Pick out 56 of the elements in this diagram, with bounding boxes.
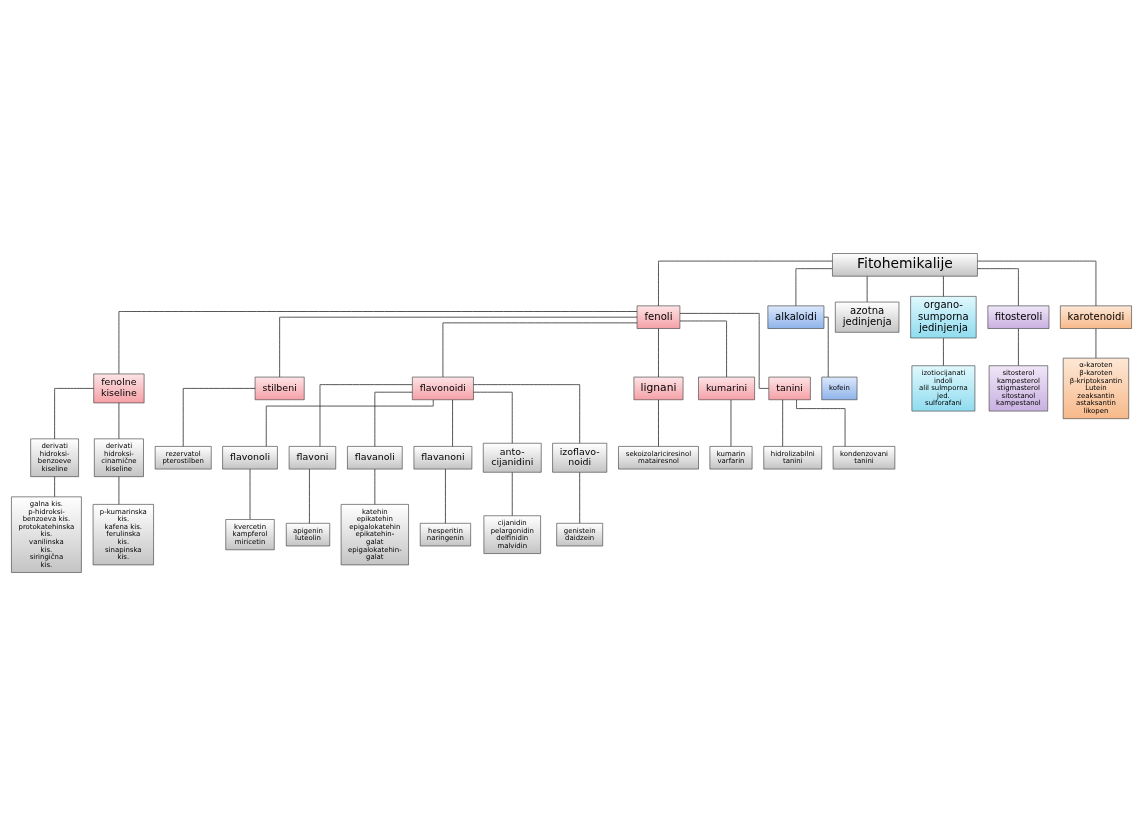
- node-box: karotenoidi: [1060, 305, 1132, 329]
- node-box: fenoli: [636, 305, 681, 329]
- connector: [54, 475, 55, 497]
- connector: [473, 383, 581, 444]
- connector: [658, 327, 659, 377]
- connector: [374, 468, 376, 505]
- connector: [1018, 327, 1019, 366]
- connector: [319, 383, 413, 447]
- connector: [782, 398, 784, 447]
- connector: [943, 337, 944, 366]
- node-box: alkaloidi: [767, 305, 825, 329]
- connector: [118, 310, 638, 374]
- connector: [265, 399, 434, 447]
- connector: [943, 275, 944, 297]
- node-box: organo- sumporna jedinjenja: [910, 295, 977, 338]
- node-box: flavonoidi: [412, 376, 474, 400]
- connector: [823, 316, 829, 377]
- node-box: flavanoni: [413, 445, 473, 469]
- connector: [796, 399, 846, 447]
- connector: [279, 316, 638, 377]
- connector: [795, 267, 833, 306]
- node-box: izoflavo- noidi: [552, 442, 608, 473]
- connector: [442, 321, 638, 377]
- node-box: flavanoli: [347, 445, 403, 469]
- connector: [866, 275, 868, 302]
- connector: [679, 312, 770, 389]
- node-box: fenolne kiseline: [93, 373, 145, 403]
- connector: [374, 391, 413, 447]
- node-box: lignani: [633, 376, 684, 400]
- connector: [730, 398, 732, 447]
- node-box: kumarini: [698, 376, 755, 400]
- node-box: fitosteroli: [987, 305, 1050, 329]
- connector: [511, 471, 513, 516]
- connector: [473, 391, 513, 444]
- connector: [977, 260, 1097, 306]
- node-box: flavonoli: [222, 445, 278, 469]
- node-box: anto- cijanidini: [482, 442, 542, 473]
- connector: [977, 267, 1019, 306]
- connector: [118, 402, 120, 439]
- connector: [249, 468, 251, 520]
- connector: [452, 398, 453, 447]
- connector: [309, 468, 310, 524]
- connector: [679, 320, 727, 377]
- connector: [118, 475, 120, 505]
- node-box: tanini: [768, 376, 811, 400]
- connector: [658, 398, 659, 447]
- node-box: stilbeni: [254, 376, 305, 400]
- connector: [445, 468, 446, 524]
- connector: [579, 471, 581, 523]
- node-box: azotna jedinjenja: [835, 301, 900, 333]
- connector: [658, 260, 833, 306]
- connector: [1095, 327, 1097, 358]
- connector: [182, 387, 256, 447]
- node-box: Fitohemikalije: [832, 252, 978, 277]
- node-box: flavoni: [288, 445, 337, 469]
- connector: [54, 387, 95, 439]
